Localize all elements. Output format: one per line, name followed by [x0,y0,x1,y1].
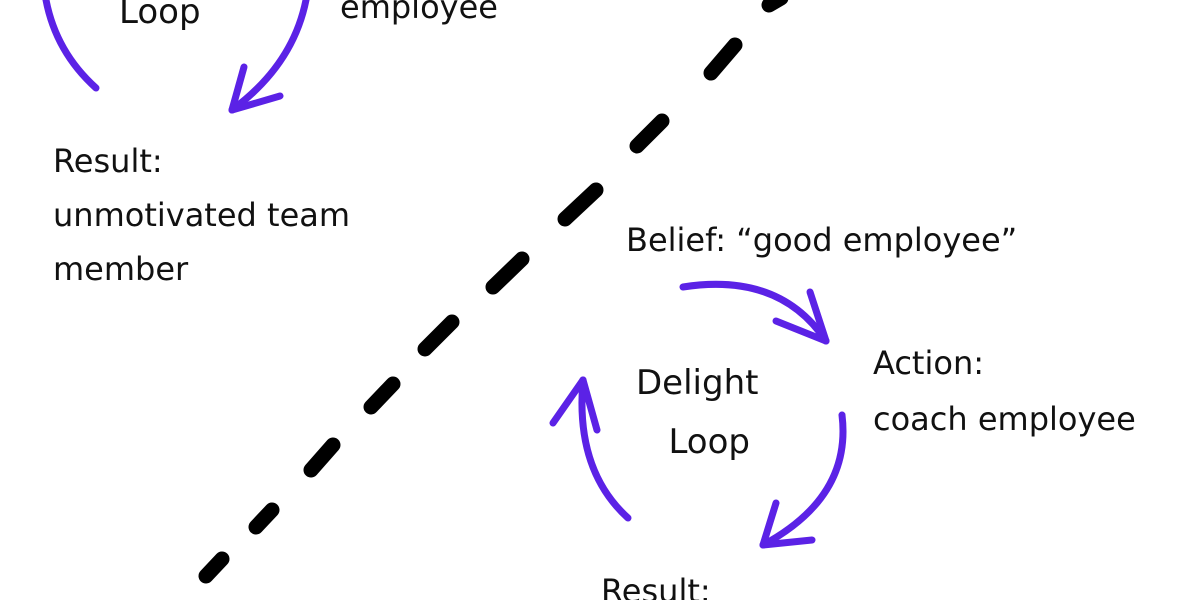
loop1-label: Loop [119,0,201,32]
divider-dash [629,113,670,154]
loop1-result-line1: unmotivated team [53,196,351,234]
loop1-curved-arrow [228,0,310,114]
loop2-result-title: Result: [601,572,711,600]
divider-dash [417,314,460,357]
loop1-result-title: Result: [53,142,163,180]
result-to-belief-arrow [549,376,632,522]
loop2-action-text: coach employee [873,400,1136,438]
loop1-result-line2: member [53,250,189,288]
divider-dash [198,551,230,584]
loop1-result: Result: unmotivated team member [53,145,350,285]
divider-dash [363,376,401,415]
loop2-action-title: Action: [873,344,984,382]
belief-to-action-arrow [679,280,830,345]
divider-dash [557,182,604,227]
divider-dash [485,251,530,295]
loop2-label: Delight Loop [636,366,758,459]
divider-dash [248,502,280,535]
loop2-label-line2: Loop [668,422,750,462]
divider-dash [703,37,743,81]
divider-dash [761,0,789,13]
divider-dash [303,437,341,478]
loop2-action: Action: coach employee [873,347,1136,435]
loop2-belief: Belief: “good employee” [626,221,1018,259]
action-to-result-arrow [759,411,847,549]
loop1-action-text: employee [340,0,498,26]
loop2-label-line1: Delight [636,363,759,403]
loop1-left-arc [42,0,100,92]
dashed-divider-line [198,0,789,584]
